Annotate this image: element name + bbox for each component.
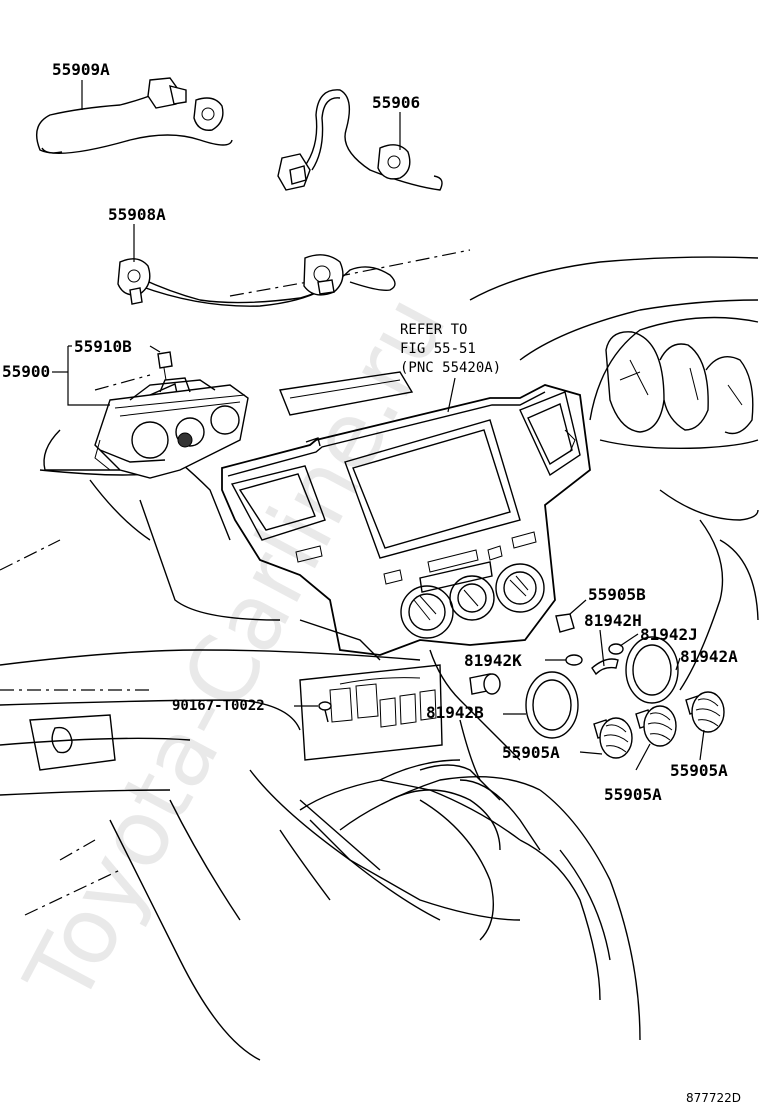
label-55905b: 55905B bbox=[588, 585, 646, 604]
label-55908a: 55908A bbox=[108, 205, 166, 224]
lower-console bbox=[299, 664, 443, 761]
control-assembly-55900 bbox=[94, 351, 249, 479]
harness-55909a bbox=[36, 77, 233, 154]
dial-parts-cluster bbox=[318, 613, 725, 759]
part-81942j bbox=[608, 643, 624, 655]
label-55909a: 55909A bbox=[52, 60, 110, 79]
figure-reference: 877722D bbox=[686, 1091, 741, 1105]
dashboard-outline bbox=[0, 249, 759, 1061]
harness-55906 bbox=[277, 89, 443, 191]
label-81942j: 81942J bbox=[640, 625, 698, 644]
refer-note-line2: FIG 55-51 bbox=[400, 341, 476, 357]
label-55905a-right: 55905A bbox=[670, 761, 728, 780]
label-90167-t0022: 90167-T0022 bbox=[172, 698, 265, 714]
knob-55905a-1 bbox=[593, 717, 633, 759]
refer-note-line1: REFER TO bbox=[400, 322, 467, 338]
screw-90167 bbox=[318, 701, 332, 723]
label-81942h: 81942H bbox=[584, 611, 642, 630]
label-55905a-left: 55905A bbox=[502, 743, 560, 762]
knob-small-left bbox=[469, 673, 501, 695]
label-55900: 55900 bbox=[2, 362, 50, 381]
label-55906: 55906 bbox=[372, 93, 420, 112]
label-81942k: 81942K bbox=[464, 651, 522, 670]
part-labels: 55909A 55906 55908A 55910B 55900 REFER T… bbox=[2, 60, 741, 1105]
label-81942b: 81942B bbox=[426, 703, 484, 722]
knob-55905a-2 bbox=[635, 705, 677, 747]
part-55905b bbox=[555, 613, 575, 633]
knob-55905a-3 bbox=[685, 691, 725, 733]
label-55905a-bottom: 55905A bbox=[604, 785, 662, 804]
part-81942k bbox=[565, 654, 583, 666]
control-panel-bezel bbox=[149, 371, 591, 656]
part-81942h bbox=[591, 658, 619, 676]
harness-55908a bbox=[117, 254, 396, 307]
ring-81942b bbox=[525, 671, 579, 739]
ring-81942a bbox=[625, 636, 679, 704]
label-81942a: 81942A bbox=[680, 647, 738, 666]
refer-note-line3: (PNC 55420A) bbox=[400, 360, 501, 376]
leader-lines bbox=[52, 80, 705, 771]
label-55910b: 55910B bbox=[74, 337, 132, 356]
